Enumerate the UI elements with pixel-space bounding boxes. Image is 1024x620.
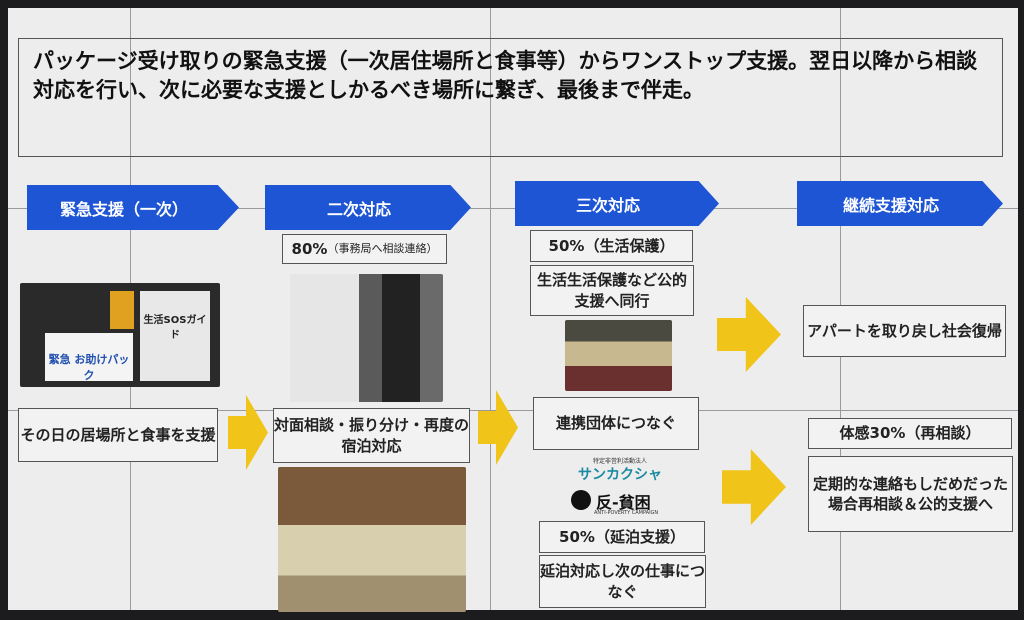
yellow-arrow [478, 390, 518, 465]
sankakusha-logo: サンカクシャ [578, 467, 662, 483]
screen-seam [8, 410, 1018, 411]
yellow-arrow [722, 449, 786, 525]
screen-seam [8, 208, 1018, 209]
emergency-pack-photo: 緊急 お助けパック 生活SOSガイド [20, 283, 220, 387]
snack-box [110, 291, 134, 329]
follow-up-box: 定期的な連絡もしだめだった場合再相談＆公的支援へ [808, 456, 1013, 532]
emergency-box: その日の居場所と食事を支援 [18, 408, 218, 462]
rate-note: （事務局へ相談連絡） [327, 241, 438, 255]
extended-stay-rate-box: 50%（延泊支援） [539, 521, 705, 553]
anti-poverty-sub: ANTI-POVERTY CAMPAIGN [594, 510, 659, 516]
extended-stay-box: 延泊対応し次の仕事につなぐ [539, 555, 706, 608]
anti-poverty-mascot-icon [571, 490, 591, 510]
reconsult-rate-box: 体感30%（再相談） [808, 418, 1012, 449]
partner-box: 連携団体につなぐ [533, 397, 699, 450]
screen-seam [490, 8, 491, 610]
yellow-arrow [717, 297, 781, 372]
stage-continuing: 継続支援対応 [797, 181, 1003, 226]
stage-emergency: 緊急支援（一次） [27, 185, 239, 230]
hotel-room-photo [278, 467, 466, 612]
stage-secondary: 二次対応 [265, 185, 471, 230]
rate-box: 80%（事務局へ相談連絡） [282, 234, 447, 264]
sankakusha-sub: 特定非営利活動法人 [592, 458, 647, 465]
welfare-office-photo [565, 320, 672, 391]
consultation-box: 対面相談・振り分け・再度の宿泊対応 [273, 408, 470, 463]
anti-poverty-logo: 反-貧困 [596, 493, 651, 512]
welfare-rate-box: 50%（生活保護） [530, 230, 693, 262]
yellow-arrow [228, 395, 268, 470]
pack-label: 緊急 お助けパック [45, 333, 133, 382]
sos-guide-label: 生活SOSガイド [140, 291, 210, 381]
stage-tertiary: 三次対応 [515, 181, 719, 226]
slide-title: パッケージ受け取りの緊急支援（一次居住場所と食事等）からワンストップ支援。翌日以… [18, 38, 1003, 157]
reintegration-box: アパートを取り戻し社会復帰 [803, 305, 1006, 357]
consultation-photo [290, 274, 443, 402]
slide: パッケージ受け取りの緊急支援（一次居住場所と食事等）からワンストップ支援。翌日以… [8, 8, 1018, 612]
rate-value: 80% [291, 239, 328, 258]
public-support-box: 生活生活保護など公的支援へ同行 [530, 265, 694, 316]
